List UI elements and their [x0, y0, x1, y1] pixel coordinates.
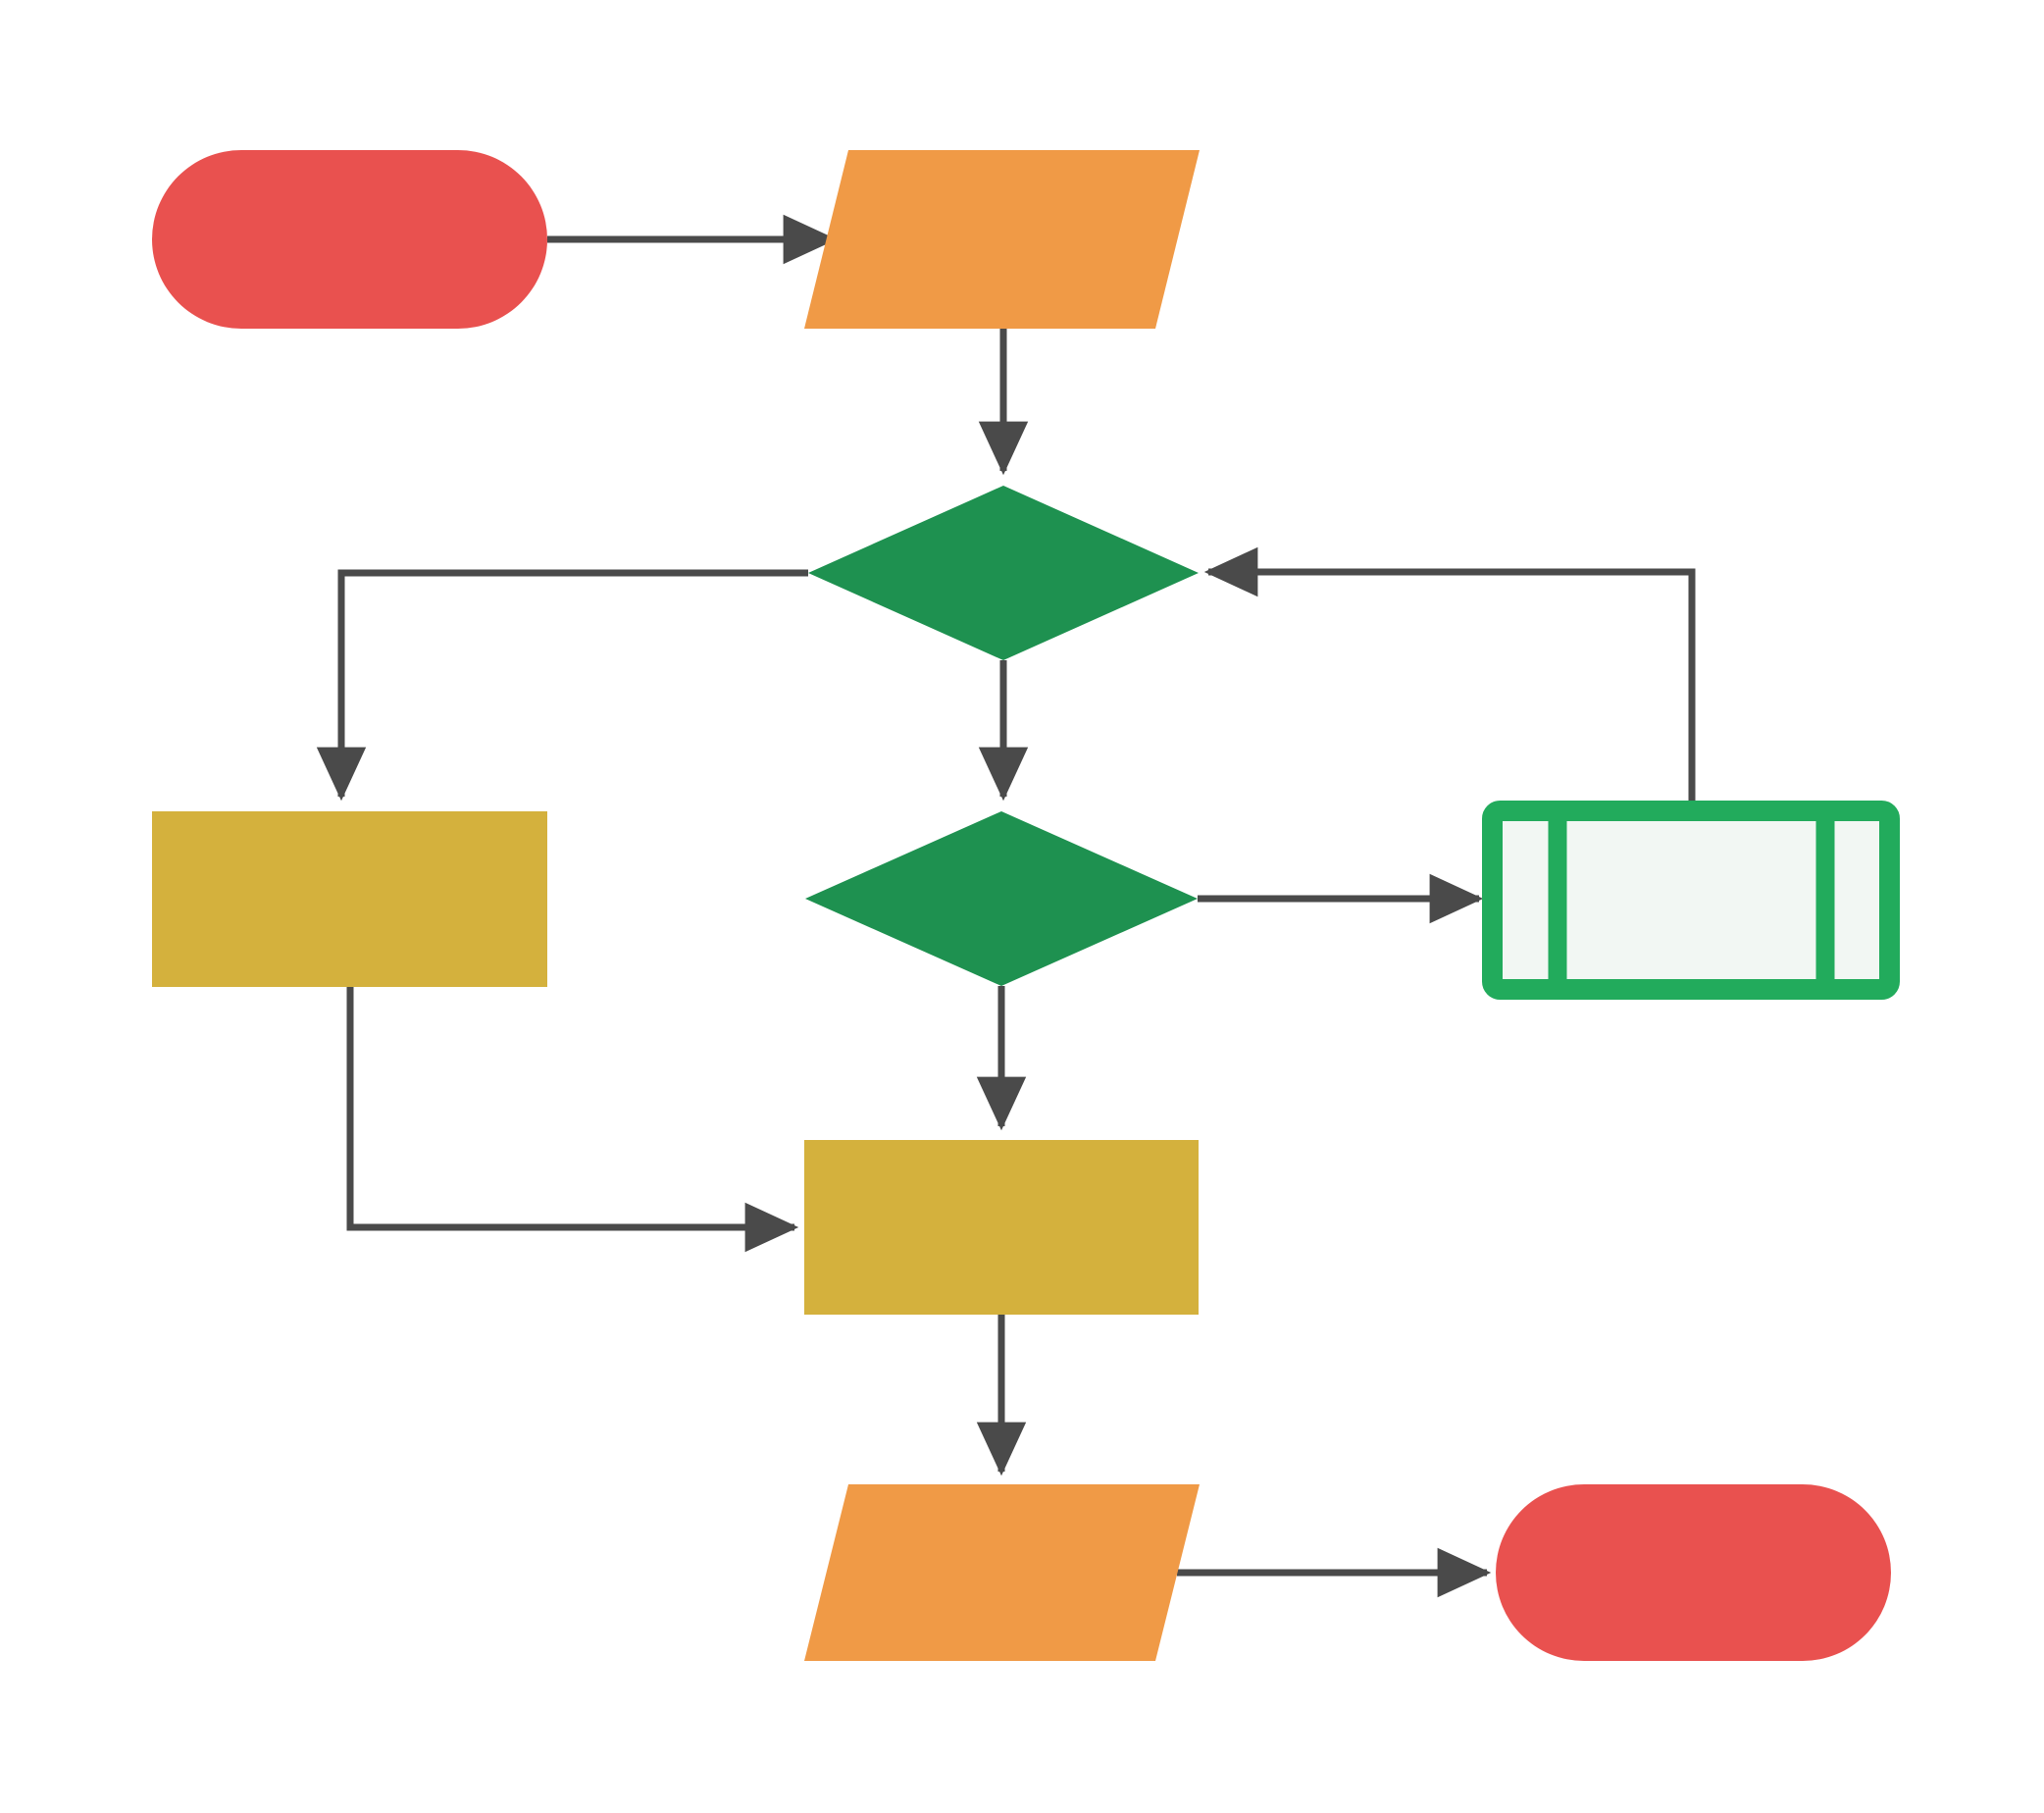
predefined-process-outer-shape[interactable] [1482, 801, 1900, 1000]
edge-process-left-to-process-center [346, 987, 799, 1253]
start-terminator-shape[interactable] [152, 150, 547, 329]
node-decision-2-diamond[interactable] [805, 811, 1198, 986]
node-start-terminator[interactable] [152, 150, 547, 329]
edge-decision-1-to-process-left [316, 569, 808, 802]
end-terminator-shape[interactable] [1496, 1484, 1891, 1661]
connector-layer [316, 214, 1696, 1598]
node-end-terminator[interactable] [1496, 1484, 1891, 1661]
process-left-shape[interactable] [152, 811, 547, 987]
node-input-parallelogram[interactable] [804, 150, 1200, 329]
node-process-left-rect[interactable] [152, 811, 547, 987]
input-parallelogram-shape[interactable] [804, 150, 1200, 329]
node-predefined-process[interactable] [1482, 801, 1900, 1000]
process-center-shape[interactable] [804, 1140, 1199, 1315]
edge-predefined-process-to-decision-1 [1203, 546, 1696, 807]
node-output-parallelogram[interactable] [804, 1484, 1200, 1661]
output-parallelogram-shape[interactable] [804, 1484, 1200, 1661]
decision-2-diamond-shape[interactable] [805, 811, 1198, 986]
decision-1-diamond-shape[interactable] [808, 486, 1199, 660]
node-process-center-rect[interactable] [804, 1140, 1199, 1315]
node-decision-1-diamond[interactable] [808, 486, 1199, 660]
